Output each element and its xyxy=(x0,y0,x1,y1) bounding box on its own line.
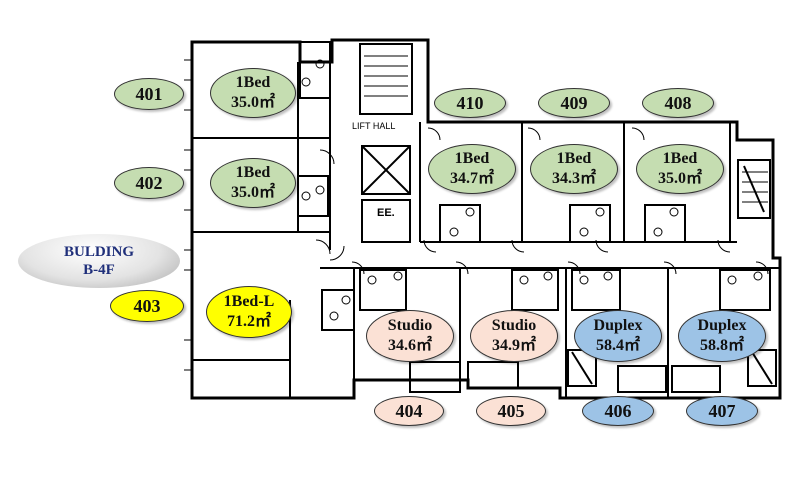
building-name: BULDING xyxy=(63,244,134,260)
ee-label: EE. xyxy=(377,207,395,219)
room-number-401[interactable]: 401 xyxy=(114,78,184,110)
lift-hall-label: LIFT HALL xyxy=(352,121,396,131)
room-number-406[interactable]: 406 xyxy=(582,396,654,426)
room-number-403[interactable]: 403 xyxy=(110,290,184,322)
room-number-410[interactable]: 410 xyxy=(434,88,506,118)
room-number-404[interactable]: 404 xyxy=(374,396,444,426)
room-number-402[interactable]: 402 xyxy=(114,167,184,199)
room-number-405[interactable]: 405 xyxy=(476,396,546,426)
room-number-407[interactable]: 407 xyxy=(686,396,758,426)
building-floor: B-4F xyxy=(83,262,115,278)
room-number-409[interactable]: 409 xyxy=(538,88,610,118)
room-number-408[interactable]: 408 xyxy=(642,88,714,118)
building-badge: BULDING B-4F xyxy=(18,234,180,288)
